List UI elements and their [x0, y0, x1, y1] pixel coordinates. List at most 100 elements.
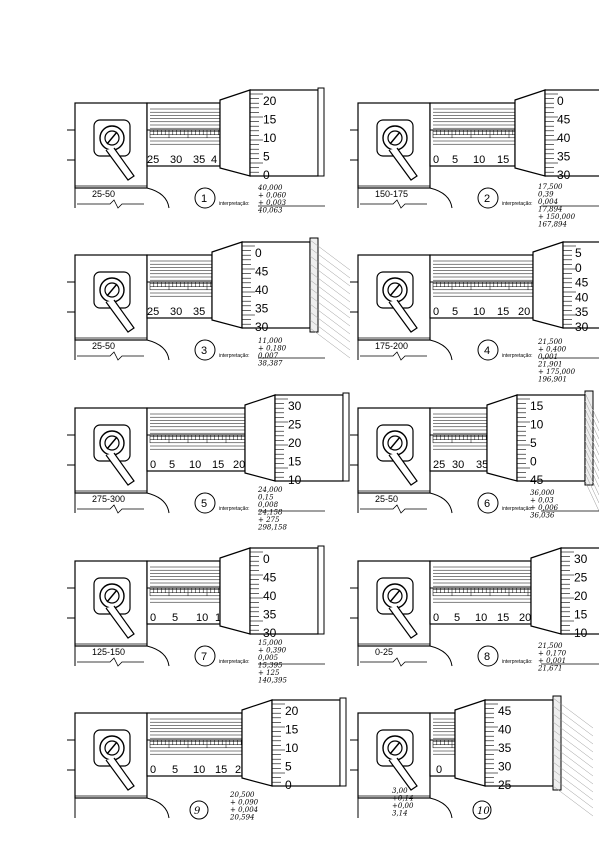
knurl-line [584, 416, 599, 448]
ratchet-end [317, 87, 325, 177]
thimble-scale-label: 45 [498, 704, 512, 718]
handwritten-note: + 150,000 [538, 213, 576, 221]
handwritten-note: 298,158 [257, 524, 287, 532]
handwritten-note: + 0,003 [258, 199, 287, 207]
sleeve-scale-label: 20 [518, 306, 530, 318]
thimble [516, 394, 586, 482]
sleeve-scale-label: 15 [497, 154, 509, 166]
thimble-bevel [219, 547, 251, 635]
sleeve-scale-label: 10 [196, 612, 208, 624]
interpretation-label: interpretação: [502, 353, 533, 359]
range-leader [77, 199, 144, 209]
sleeve-scale-label: 30 [170, 154, 182, 166]
thimble-scale-label: 20 [288, 436, 302, 450]
ratchet-end [317, 545, 325, 635]
handwritten-note: 21,671 [537, 665, 563, 673]
lock-lever [388, 147, 418, 181]
handwritten-note: + 0,001 [538, 657, 566, 665]
frame-curve [429, 339, 453, 361]
screw-slot [106, 283, 118, 297]
handwritten-note: 3,14 [392, 810, 408, 818]
thimble-scale-label: 35 [263, 608, 277, 622]
thimble [484, 699, 554, 787]
figure-number-badge [472, 800, 492, 820]
handwritten-note: 11,000 [258, 337, 283, 345]
figure-number: 2 [484, 193, 490, 205]
handwritten-note: 0,004 [538, 198, 558, 206]
screw-slot [106, 589, 118, 603]
knurl-line [309, 271, 351, 303]
sleeve-scale-label: 5 [452, 306, 458, 318]
interpretation-label: interpretação: [219, 659, 250, 665]
handwritten-note: 21,500 [537, 338, 563, 346]
thimble-scale-label: 30 [574, 552, 588, 566]
sleeve-scale-label: 10 [475, 612, 487, 624]
frame-curve [429, 187, 453, 209]
thimble-scale-label: 25 [574, 571, 588, 585]
thimble-scale-label: 30 [575, 320, 589, 334]
handwritten-note: + 175,000 [538, 368, 576, 376]
frame-curve [146, 187, 170, 209]
handwritten-note: 0,39 [538, 191, 554, 199]
figure-number-badge [477, 492, 499, 514]
range-leader [77, 504, 144, 514]
handwritten-note: 36,036 [530, 512, 555, 520]
knurl-line [309, 247, 351, 279]
handwritten-note: 21,500 [537, 642, 563, 650]
sleeve-scale-label: 0 [436, 764, 442, 776]
handwritten-note: +0,14 [392, 795, 413, 803]
knurl-line [552, 705, 594, 737]
figure-number: 6 [484, 498, 490, 510]
knurl-line [552, 785, 594, 817]
figure-number: 5 [201, 498, 207, 510]
thimble-scale-label: 25 [498, 778, 512, 792]
sleeve-scale-label: 5 [169, 459, 175, 471]
knurl-line [552, 737, 594, 769]
sleeve-scale-label: 20 [233, 459, 245, 471]
thimble-scale-label: 40 [255, 283, 269, 297]
sleeve-scale-label: 5 [452, 154, 458, 166]
handwritten-note: 140,395 [258, 677, 287, 685]
thimble-scale-label: 5 [263, 150, 270, 164]
measurement-range: 25-50 [92, 341, 115, 351]
thimble-scale-label: 40 [575, 290, 589, 304]
handwritten-note: 24,000 [257, 486, 283, 494]
knurl-line [584, 480, 599, 512]
measurement-range: 25-50 [375, 494, 398, 504]
sleeve-scale-label: 0 [150, 612, 156, 624]
sleeve-scale-label: 35 [193, 154, 205, 166]
measurement-range: 25-50 [92, 189, 115, 199]
knurl-line [584, 440, 599, 472]
figure-number: 9 [194, 806, 201, 817]
handwritten-note: + 0,170 [538, 650, 567, 658]
thimble-scale-label: 20 [285, 704, 299, 718]
knurl-line [584, 472, 599, 504]
knurl-line [309, 295, 351, 327]
interpretation-label: interpretação: [219, 353, 250, 359]
measurement-range: 0-25 [375, 647, 393, 657]
screw-slot [389, 589, 401, 603]
knurl-line [584, 456, 599, 488]
knurl-line [584, 408, 599, 440]
thimble-scale-label: 45 [255, 265, 269, 279]
handwritten-note: 3,00 [392, 787, 408, 795]
ratchet-knurl [552, 695, 562, 791]
thimble-scale-label: 20 [574, 589, 588, 603]
thimble-scale-label: 30 [255, 320, 269, 334]
knurl-line [309, 319, 351, 351]
figure-number: 10 [477, 806, 490, 817]
handwritten-note: + 0,060 [258, 192, 287, 200]
figure-number-badge [189, 800, 209, 820]
thimble [544, 89, 599, 177]
thimble-scale-label: 15 [285, 723, 299, 737]
thimble-scale-label: 10 [288, 473, 302, 487]
sleeve-scale-label: 0 [433, 154, 439, 166]
range-leader [77, 351, 144, 361]
figure-number-badge [194, 187, 216, 209]
screw-slot [389, 741, 401, 755]
handwritten-note: 38,387 [258, 360, 283, 368]
